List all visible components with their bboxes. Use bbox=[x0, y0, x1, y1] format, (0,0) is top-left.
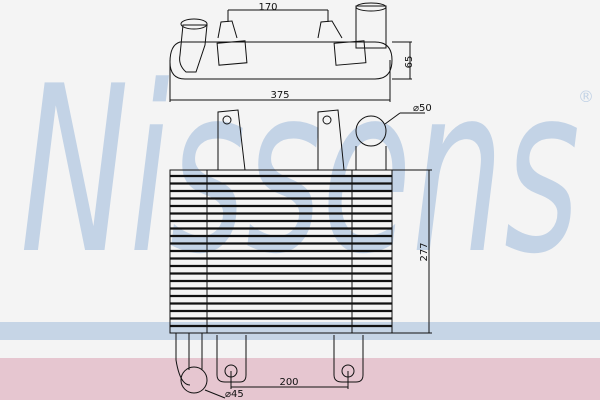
dim-overall-width: 375 bbox=[270, 90, 289, 101]
blue-band bbox=[0, 322, 600, 340]
watermark-brand: Nissens bbox=[20, 38, 580, 305]
pink-band bbox=[0, 358, 600, 400]
watermark-registered: ® bbox=[578, 87, 594, 106]
front-view bbox=[169, 109, 432, 399]
top-view bbox=[169, 2, 412, 102]
dim-bracket-spacing: 200 bbox=[279, 377, 298, 388]
dim-inlet-diameter: ⌀45 bbox=[225, 389, 244, 400]
dim-outlet-diameter: ⌀50 bbox=[413, 103, 432, 114]
dim-top-height: 65 bbox=[404, 56, 415, 69]
dim-core-height: 277 bbox=[419, 242, 430, 261]
dim-inlet-spacing: 170 bbox=[258, 2, 277, 13]
